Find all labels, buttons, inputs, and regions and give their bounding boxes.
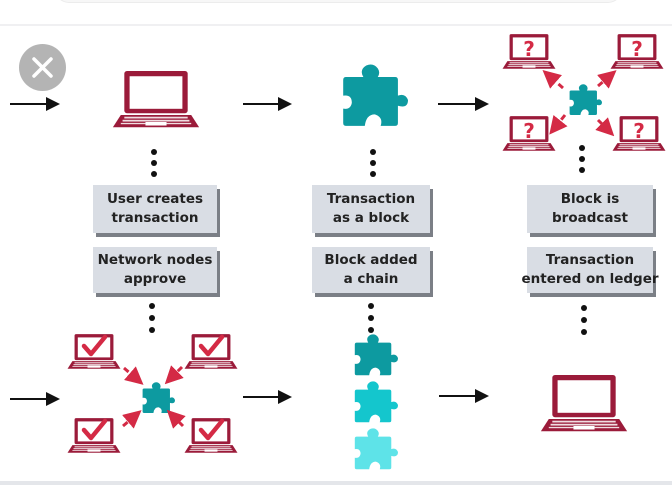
vertical-ellipsis-icon	[149, 303, 155, 333]
puzzle-piece-icon	[354, 381, 398, 423]
label-line: Network nodes	[97, 252, 213, 268]
label-line: Block is	[560, 191, 620, 207]
vertical-ellipsis-icon	[151, 149, 157, 177]
question-mark-icon: ?	[523, 119, 535, 143]
top-bar	[0, 0, 672, 26]
checkmark-icon	[198, 418, 225, 441]
checkmark-icon	[81, 334, 108, 357]
close-icon	[32, 57, 53, 78]
laptop-icon	[184, 418, 238, 453]
puzzle-piece-icon	[354, 334, 398, 376]
question-mark-icon: ?	[523, 37, 535, 61]
laptop-icon: ?	[612, 116, 666, 151]
vertical-ellipsis-icon	[368, 303, 374, 333]
vertical-ellipsis-icon	[579, 145, 585, 173]
laptop-icon	[112, 70, 200, 128]
checkmark-icon	[198, 334, 225, 357]
step-label-network-nodes-approve: Network nodes approve	[93, 247, 217, 293]
step-label-block-added-chain: Block added a chain	[312, 247, 430, 293]
close-button[interactable]	[19, 44, 66, 91]
vertical-ellipsis-icon	[370, 149, 376, 177]
label-line: Block added	[324, 252, 418, 268]
label-line: User creates	[106, 191, 204, 207]
label-line: as a block	[332, 210, 410, 226]
puzzle-piece-icon	[142, 382, 175, 413]
laptop-icon: ?	[502, 34, 556, 69]
question-mark-icon: ?	[633, 119, 645, 143]
step-label-block-broadcast: Block is broadcast	[527, 185, 653, 233]
broadcast-cluster	[542, 70, 617, 137]
puzzle-piece-icon	[569, 84, 602, 115]
laptop-icon	[67, 418, 121, 453]
laptop-icon: ?	[610, 34, 664, 69]
label-line: a chain	[343, 271, 399, 287]
label-line: broadcast	[552, 210, 628, 226]
laptop-icon	[184, 334, 238, 369]
checkmark-icon	[81, 418, 108, 441]
label-line: entered on ledger	[521, 271, 659, 287]
bottom-divider	[0, 481, 672, 485]
step-label-transaction-as-block: Transaction as a block	[312, 185, 430, 233]
label-line: Transaction	[326, 191, 416, 207]
laptop-icon	[540, 374, 628, 432]
step-label-user-creates-transaction: User creates transaction	[93, 185, 217, 233]
puzzle-piece-icon	[354, 428, 398, 470]
laptop-icon	[67, 334, 121, 369]
label-line: Transaction	[545, 252, 635, 268]
laptop-icon: ?	[502, 116, 556, 151]
vertical-ellipsis-icon	[581, 305, 587, 335]
label-line: transaction	[111, 210, 199, 226]
question-mark-icon: ?	[631, 37, 643, 61]
puzzle-piece-icon	[343, 64, 408, 126]
label-line: approve	[123, 271, 187, 287]
step-label-transaction-entered-ledger: Transaction entered on ledger	[521, 247, 659, 293]
approval-cluster	[122, 365, 186, 429]
